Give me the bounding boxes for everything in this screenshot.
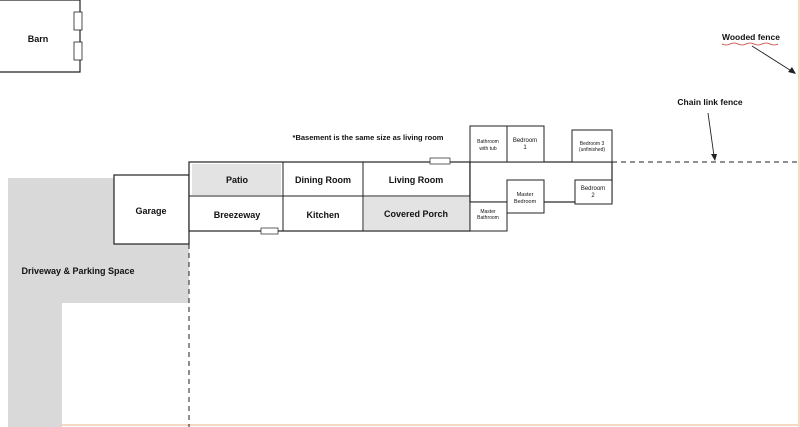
- patio-fill: [192, 164, 281, 195]
- breezeway-label: Breezeway: [214, 210, 261, 220]
- bedroom-1-room: [506, 125, 545, 163]
- barn-door-2: [73, 41, 83, 61]
- chain-link-arrow: [707, 112, 715, 157]
- bedroom-2-label-1: Bedroom: [581, 186, 605, 192]
- patio-label: Patio: [226, 175, 249, 185]
- master-bedroom-label-2: Bedroom: [514, 199, 537, 205]
- bedroom-1-label-1: Bedroom: [513, 138, 537, 144]
- living-room-label: Living Room: [389, 175, 444, 185]
- driveway-label: Driveway & Parking Space: [21, 266, 134, 276]
- bedroom-2-label-2: 2: [591, 193, 595, 199]
- covered-porch-fill: [364, 197, 469, 230]
- wooded-fence-label: Wooded fence: [722, 32, 780, 42]
- chain-link-arrowhead: [711, 154, 717, 161]
- kitchen-label: Kitchen: [306, 210, 339, 220]
- bedroom-2-room: [574, 179, 613, 205]
- wooded-fence-underline: [721, 42, 779, 46]
- bathroom-with-tub-room: [469, 125, 508, 163]
- master-bedroom-label-1: Master: [517, 192, 534, 198]
- garage-label: Garage: [135, 206, 166, 216]
- covered-porch-label: Covered Porch: [384, 209, 448, 219]
- master-bathroom-room: [469, 201, 508, 232]
- master-bathroom-label-2: Bathroom: [477, 215, 499, 221]
- wooded-fence-arrow: [751, 45, 794, 73]
- bedroom-1-label-2: 1: [523, 145, 527, 151]
- barn-label: Barn: [28, 34, 49, 44]
- wooded-fence-arrowhead: [788, 67, 796, 74]
- breezeway-door: [260, 227, 279, 235]
- bedroom-3-room: [571, 129, 613, 163]
- barn-door-1: [73, 11, 83, 31]
- driveway-area: [8, 178, 189, 427]
- basement-note: *Basement is the same size as living roo…: [293, 133, 444, 142]
- master-bathroom-label-1: Master: [480, 209, 496, 215]
- bedroom-3-label-2: (unfinished): [579, 147, 605, 153]
- barn-outline: [0, 0, 81, 73]
- master-bedroom-room: [506, 179, 545, 214]
- chain-link-fence-label: Chain link fence: [677, 97, 742, 107]
- dining-room-label: Dining Room: [295, 175, 351, 185]
- bathroom-tub-label-1: Bathroom: [477, 139, 499, 145]
- garage-room: [113, 174, 190, 245]
- living-room-door: [429, 157, 451, 165]
- bathroom-tub-label-2: with tub: [479, 146, 496, 152]
- bedroom-3-label-1: Bedroom 3: [580, 141, 605, 147]
